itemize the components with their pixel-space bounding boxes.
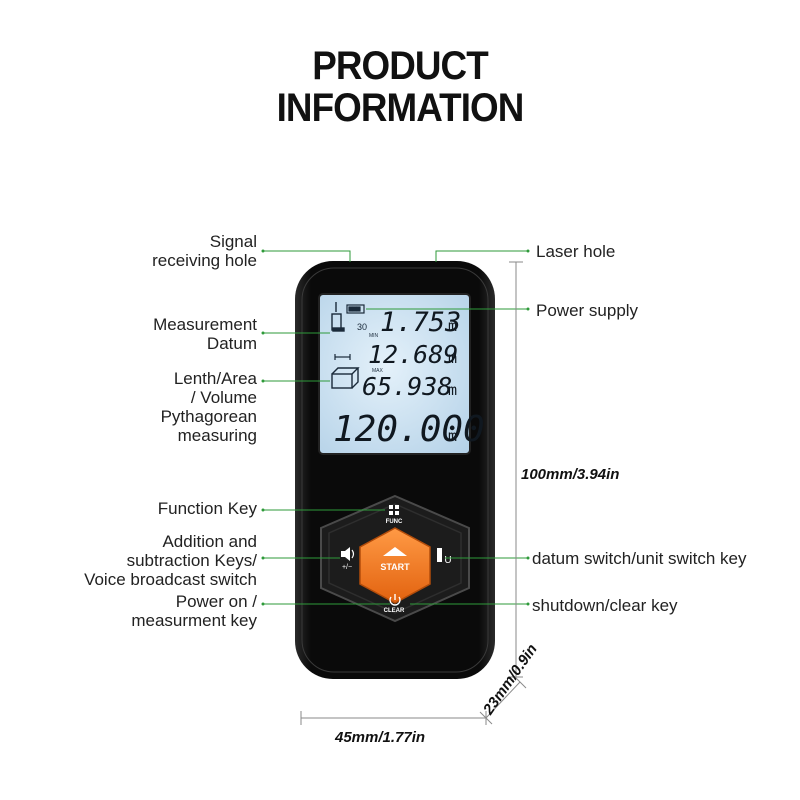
power-icon (389, 594, 401, 606)
lcd-unit-3: m (448, 381, 457, 399)
label-signal-line-2: receiving hole (152, 251, 257, 270)
label-lenth-line-1: Lenth/Area (173, 369, 257, 388)
leader-laser (435, 250, 528, 262)
label-addsub-line-1: Addition and (162, 532, 257, 551)
start-arrow-icon (383, 547, 407, 556)
lcd-reading-2: 12.689 (368, 340, 458, 369)
start-label: START (380, 562, 410, 572)
lcd-unit-4: m (448, 427, 457, 445)
label-power-line-2: measurment key (131, 611, 257, 630)
lcd-unit-2: m (448, 349, 457, 367)
label-lenth-line-3: Pythagorean (160, 407, 257, 426)
lcd-reading-4: 120.000 (333, 409, 485, 450)
length-icon (334, 354, 351, 360)
function-key[interactable]: FUNC (386, 505, 403, 525)
unit-key-label: U (444, 555, 451, 566)
lcd-small-min: MIN (369, 333, 379, 339)
clear-key-label: CLEAR (384, 608, 405, 614)
dimension-height: 100mm/3.94in (521, 466, 620, 483)
label-lenth: Lenth/Area / Volume Pythagorean measurin… (100, 369, 257, 445)
label-addsub-line-3: Voice broadcast switch (84, 570, 257, 589)
label-datum-line-2: Datum (206, 334, 257, 353)
label-power: Power on / measurment key (100, 592, 257, 630)
title-line-1: PRODUCT (312, 44, 488, 88)
power-clear-key[interactable]: CLEAR (384, 594, 405, 614)
depth-dimension-line (485, 681, 521, 719)
label-signal-line-1: Signal (209, 232, 257, 251)
dimension-width: 45mm/1.77in (335, 729, 426, 746)
battery-icon (346, 304, 365, 314)
label-power-supply: Power supply (536, 301, 639, 320)
volume-icon (331, 367, 360, 389)
lcd-reading-1: 1.753 (380, 307, 461, 338)
lcd-small-max: MAX (372, 368, 384, 374)
label-datum-switch: datum switch/unit switch key (532, 549, 747, 568)
label-power-line-1: Power on / (175, 592, 257, 611)
lcd-reading-3: 65.938 (362, 372, 452, 401)
label-addsub: Addition and subtraction Keys/ Voice bro… (60, 532, 257, 589)
datum-icon (331, 302, 345, 332)
label-signal: Signal receiving hole (100, 232, 257, 270)
label-datum-line-1: Measurement (153, 315, 257, 334)
lcd-unit-1: m (448, 317, 457, 335)
start-button[interactable]: START (359, 527, 431, 604)
speaker-icon (341, 547, 355, 561)
func-key-label: FUNC (386, 519, 403, 525)
lcd-small-30: 30 (357, 322, 367, 332)
label-function-key: Function Key (157, 499, 257, 518)
plusminus-label: +/− (342, 564, 352, 571)
leader-signal (263, 250, 351, 262)
label-laser-hole: Laser hole (536, 242, 616, 261)
volume-plusminus-key[interactable]: +/− (341, 547, 355, 571)
label-lenth-line-4: measuring (177, 426, 257, 445)
datum-unit-key[interactable]: U (437, 548, 452, 566)
title-line-2: INFORMATION (276, 86, 525, 130)
label-addsub-line-2: subtraction Keys/ (126, 551, 257, 570)
label-datum: Measurement Datum (100, 315, 257, 353)
label-shutdown: shutdown/clear key (532, 596, 678, 615)
datum-key-icon (437, 548, 442, 562)
lcd-screen (318, 293, 471, 455)
label-lenth-line-2: / Volume (190, 388, 257, 407)
